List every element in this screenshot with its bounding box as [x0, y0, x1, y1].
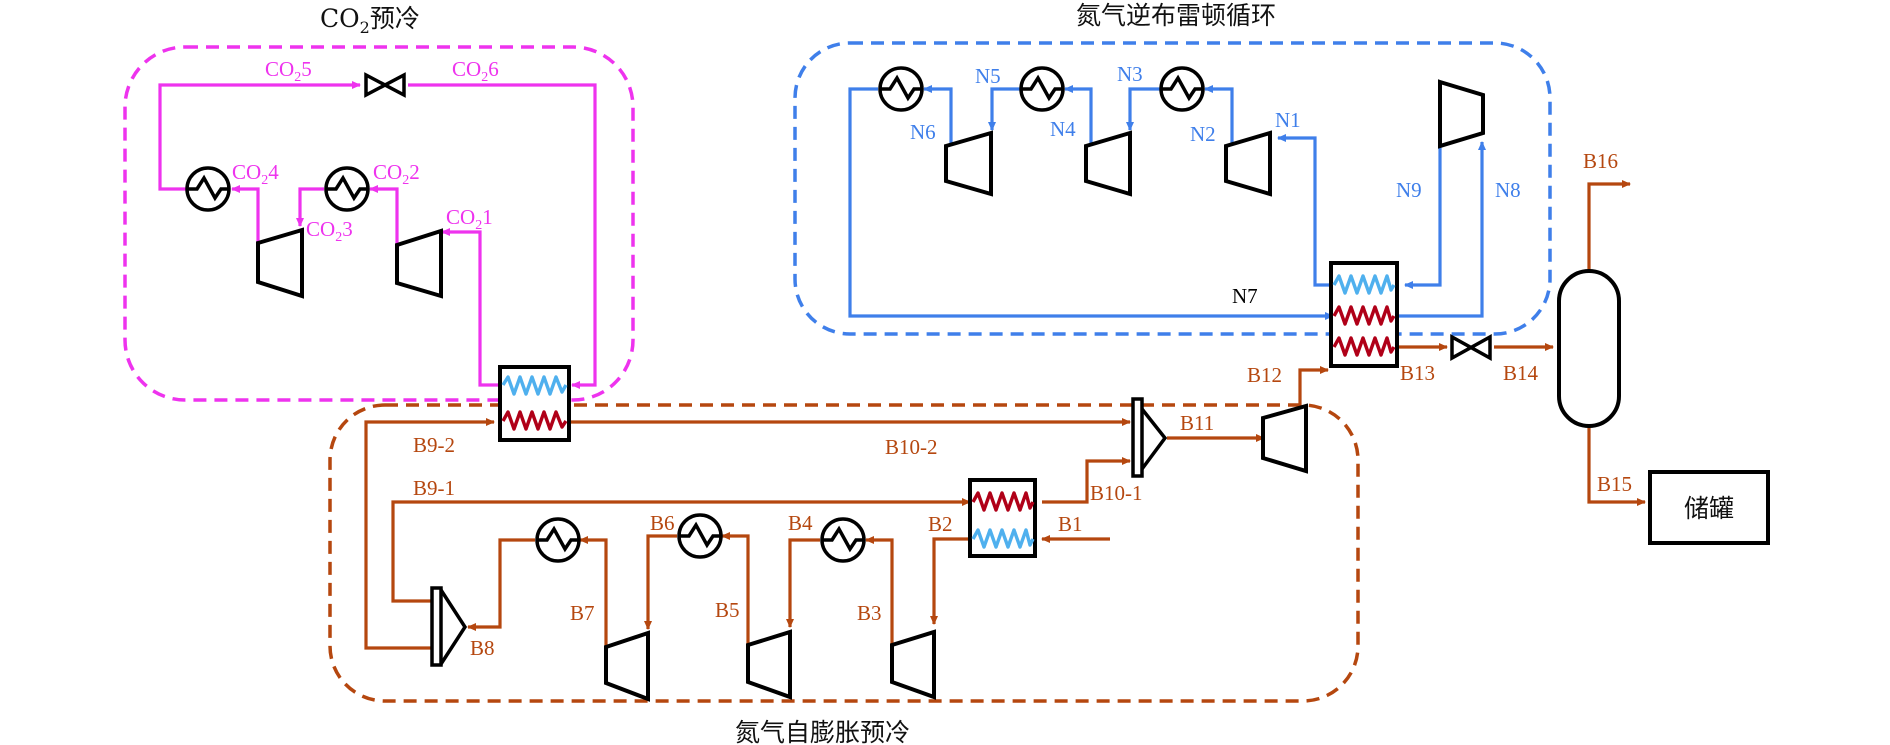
- stream-label-n7: N7: [1232, 284, 1258, 308]
- stream-label-n4: N4: [1050, 117, 1076, 141]
- stream-label-n5: N5: [975, 64, 1001, 88]
- b-compressor-2-icon: [746, 629, 792, 700]
- b-compressor-3-icon: [604, 630, 650, 702]
- co2-cooler-1-icon: [185, 166, 231, 212]
- stream-label-b1: B1: [1058, 512, 1083, 536]
- stream-label-co2-4: CO24: [232, 160, 279, 188]
- stream-label-b9-1: B9-1: [413, 476, 455, 500]
- b-cooler-3-icon: [535, 517, 581, 563]
- stream-label-co2-2: CO22: [373, 160, 420, 188]
- b-cooler-1-icon: [820, 517, 866, 563]
- precooling-heat-exchanger: [968, 478, 1037, 558]
- lng-throttle-valve-icon: [1450, 334, 1492, 361]
- n-cooler-1-icon: [1159, 66, 1205, 112]
- stream-label-n2: N2: [1190, 122, 1216, 146]
- co2-compressor-2-icon: [395, 228, 443, 299]
- co2-throttle-valve: [364, 72, 406, 98]
- gas-liquid-separator-icon: [1557, 269, 1621, 428]
- region-co2-precooling: [123, 45, 635, 402]
- stream-label-b16: B16: [1583, 149, 1618, 173]
- stream-label-co2-5: CO25: [265, 57, 312, 85]
- stream-label-b2: B2: [928, 512, 953, 536]
- n-compressor-1-icon: [1224, 130, 1272, 197]
- nitrogen-self-expansion-title: 氮气自膨胀预冷: [735, 718, 910, 745]
- stream-label-b6: B6: [650, 511, 675, 535]
- stream-label-b5: B5: [715, 598, 740, 622]
- stream-label-co2-6: CO26: [452, 57, 499, 85]
- stream-label-n6: N6: [910, 120, 936, 144]
- nitrogen-reverse-brayton-title: 氮气逆布雷顿循环: [1076, 1, 1276, 30]
- stream-label-b4: B4: [788, 511, 813, 535]
- stream-label-co2-1: CO21: [446, 205, 493, 233]
- stream-label-b10-1: B10-1: [1090, 481, 1143, 505]
- n-compressor-3-icon: [944, 130, 993, 197]
- stream-label-b14: B14: [1503, 361, 1539, 385]
- stream-label-b12: B12: [1247, 363, 1282, 387]
- co2-cooler-2-icon: [324, 166, 370, 212]
- stream-label-b13: B13: [1400, 361, 1435, 385]
- co2-loop-pipes: [158, 81, 597, 389]
- stream-label-b15: B15: [1597, 472, 1632, 496]
- co2-precooling-title: CO2预冷: [320, 4, 420, 37]
- nitrogen-cycle-pipes: [848, 85, 1486, 320]
- b11-mixer-icon: [1131, 397, 1168, 478]
- stream-label-co2-3: CO23: [306, 217, 353, 245]
- n-cooler-3-icon: [878, 66, 924, 112]
- n-expander-icon: [1438, 79, 1485, 149]
- stream-label-b8: B8: [470, 636, 495, 660]
- stream-label-n3: N3: [1117, 62, 1143, 86]
- stream-label-b3: B3: [857, 601, 882, 625]
- stream-label-b9-2: B9-2: [413, 433, 455, 457]
- b-compressor-4-icon: [1261, 403, 1308, 474]
- region-nitrogen-reverse-brayton: [793, 41, 1552, 336]
- stream-label-b10-2: B10-2: [885, 435, 938, 459]
- main-cryogenic-heat-exchanger: [1329, 261, 1399, 368]
- b-cooler-2-icon: [677, 513, 723, 559]
- stream-label-b7: B7: [570, 601, 595, 625]
- b8-mixer-icon: [430, 586, 468, 667]
- storage-tank: [1648, 470, 1770, 545]
- stream-label-n9: N9: [1396, 178, 1422, 202]
- stream-label-n1: N1: [1275, 108, 1301, 132]
- stream-label-n8: N8: [1495, 178, 1521, 202]
- co2-compressor-1-icon: [256, 227, 304, 299]
- nitrogen-expansion-pipes: [364, 180, 1646, 650]
- storage-tank-label: 储罐: [1684, 494, 1734, 523]
- region-nitrogen-self-expansion: [328, 403, 1360, 703]
- b-compressor-1-icon: [890, 629, 936, 700]
- n-compressor-2-icon: [1084, 130, 1132, 197]
- co2-heat-exchanger: [498, 365, 571, 442]
- stream-label-b11: B11: [1180, 411, 1214, 435]
- n-cooler-2-icon: [1019, 66, 1065, 112]
